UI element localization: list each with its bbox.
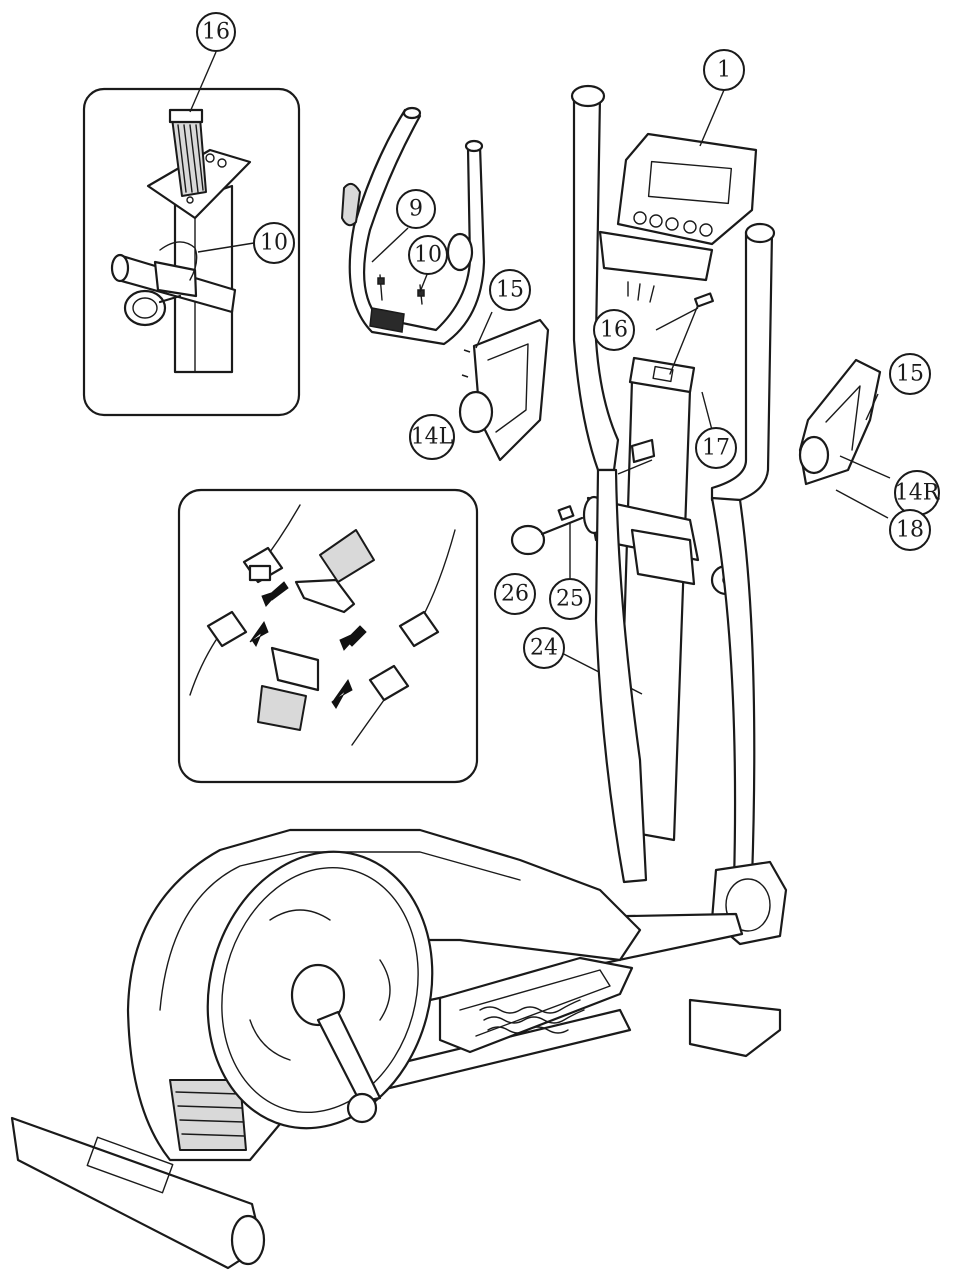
- arrow-icon: [331, 678, 353, 709]
- pivot-hub: [630, 528, 696, 586]
- socket-bottom-right: [368, 664, 410, 702]
- callout-25: 25: [549, 578, 591, 620]
- svg-text:26: 26: [501, 582, 529, 607]
- flywheel-hub: [290, 963, 346, 1027]
- crank-arm: [316, 1010, 382, 1104]
- hand-pulse-sensor-left: [341, 182, 361, 227]
- base-frame: [10, 828, 788, 1270]
- console-body: [616, 132, 758, 246]
- callout-15-right: 15: [889, 353, 931, 395]
- ribbon-cable-bottom: [257, 685, 307, 731]
- callout-10-inset: 10: [253, 222, 295, 264]
- svg-text:16: 16: [600, 318, 628, 343]
- callout-1: 1: [703, 49, 745, 91]
- left-lower-arm: [594, 468, 648, 884]
- callout-14r: 14R: [894, 470, 941, 516]
- inset-knob: [123, 289, 167, 327]
- plug-top-right: [398, 610, 440, 648]
- inset-cable-connection: [82, 51, 301, 417]
- callout-9: 9: [396, 189, 436, 229]
- socket-bottom-left: [206, 610, 248, 648]
- svg-text:10: 10: [414, 243, 442, 268]
- callout-15-left: 15: [489, 269, 531, 311]
- svg-text:18: 18: [896, 518, 924, 543]
- svg-text:1: 1: [717, 58, 731, 83]
- foot-pedal: [438, 956, 634, 1054]
- adjust-knob: [510, 524, 546, 556]
- foot-pedal-right: [688, 998, 782, 1058]
- svg-text:25: 25: [556, 587, 584, 612]
- callout-14l: 14L: [409, 414, 455, 460]
- right-lower-arm: [710, 496, 756, 884]
- ribbon-cable-top: [319, 529, 375, 583]
- left-arm-tube: [572, 94, 620, 472]
- callout-18: 18: [889, 509, 931, 551]
- handlebar-assembly: [341, 106, 486, 346]
- svg-text:9: 9: [409, 197, 423, 222]
- console-display: [647, 160, 733, 205]
- svg-text:14L: 14L: [411, 425, 454, 450]
- callout-10: 10: [408, 235, 448, 275]
- arrow-icon: [261, 581, 289, 607]
- inset-wire-connectors: [177, 488, 479, 784]
- inset-clamp: [153, 260, 198, 298]
- side-cover-left: [472, 318, 550, 462]
- arrow-icon: [249, 620, 269, 648]
- svg-text:10: 10: [260, 231, 288, 256]
- callout-26: 26: [494, 573, 536, 615]
- left-upper-arm: [570, 84, 620, 472]
- ribbon-connector-bottom: [270, 646, 320, 692]
- svg-text:24: 24: [530, 636, 558, 661]
- callout-24: 24: [523, 627, 565, 669]
- handlebar-grip: [369, 307, 405, 333]
- callout-16-inset: 16: [196, 12, 236, 52]
- svg-text:14R: 14R: [895, 481, 941, 506]
- svg-text:15: 15: [496, 278, 524, 303]
- hand-pulse-sensor-right: [446, 232, 474, 272]
- console-assembly: [598, 89, 758, 303]
- ribbon-connector-top: [294, 578, 356, 614]
- svg-text:16: 16: [202, 20, 230, 45]
- svg-text:15: 15: [896, 362, 924, 387]
- console-bracket: [598, 230, 714, 282]
- callout-16: 16: [593, 309, 635, 351]
- side-covers: [458, 311, 891, 519]
- callout-17: 17: [695, 427, 737, 469]
- callout-labels: 16 10 9 10 1 15 16 14L: [196, 12, 941, 669]
- bolt-25: [557, 505, 575, 521]
- arrow-icon: [339, 625, 367, 651]
- shroud-vents: [169, 1079, 247, 1151]
- svg-text:17: 17: [702, 436, 730, 461]
